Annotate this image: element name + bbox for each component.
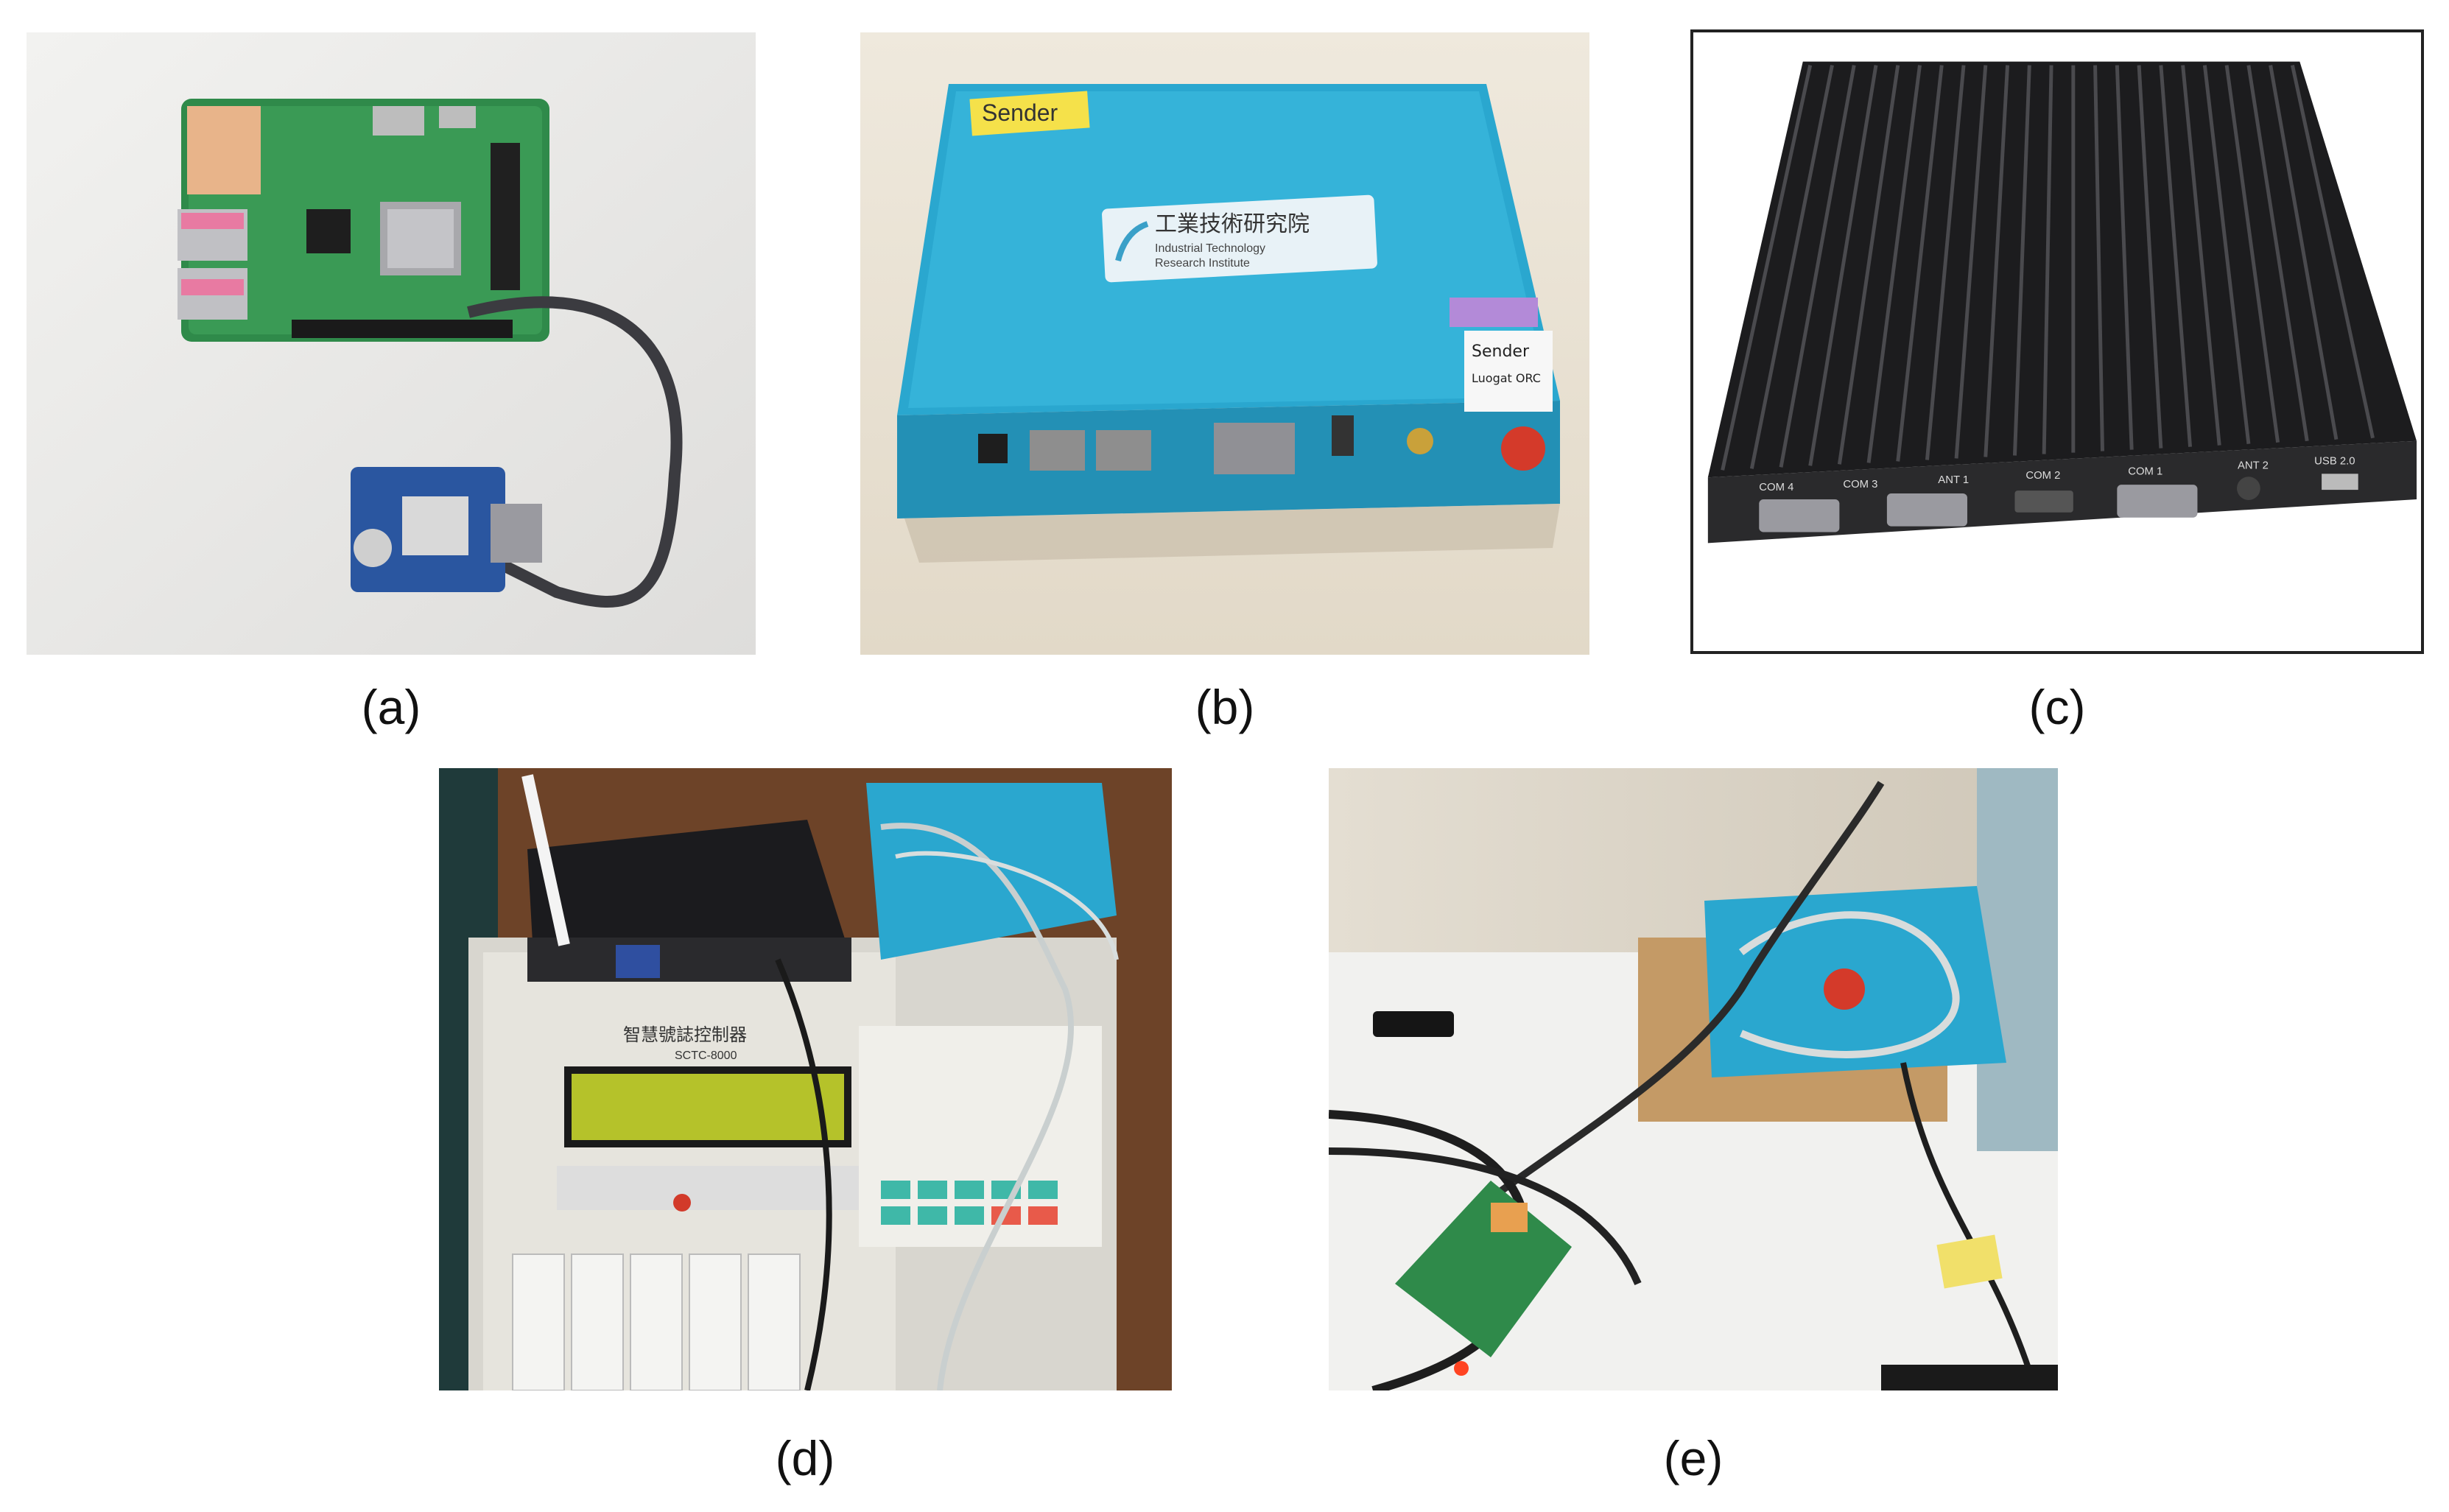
itri-name-cn: 工業技術研究院 xyxy=(1155,211,1310,237)
controller-model: SCTC-8000 xyxy=(675,1049,737,1062)
photo-a-raspberry-pi-gps xyxy=(27,32,756,655)
sticker-sender-label: Sender xyxy=(982,99,1058,126)
caption-d: (d) xyxy=(775,1431,835,1485)
caption-a: (a) xyxy=(361,680,421,734)
heatsink-fins xyxy=(1721,65,2375,471)
note-sender: Sender xyxy=(1472,342,1530,361)
port-com3-label: COM 3 xyxy=(1843,479,1877,490)
port-ant2-label: ANT 2 xyxy=(2238,460,2269,471)
itri-name-en-1: Industrial Technology xyxy=(1155,242,1265,255)
itri-name-en-2: Research Institute xyxy=(1155,257,1250,270)
photo-d-signal-controller: 智慧號誌控制器 SCTC-8000 xyxy=(439,768,1172,1390)
raspberry-pi-board xyxy=(178,99,549,342)
port-ant1-label: ANT 1 xyxy=(1938,474,1969,486)
controller-title: 智慧號誌控制器 xyxy=(623,1024,747,1045)
photo-c-fanless-pc: COM 4 COM 3 ANT 1 COM 2 COM 1 ANT 2 USB … xyxy=(1690,29,2424,654)
note-luogat: Luogat ORC xyxy=(1472,371,1541,385)
port-com4-label: COM 4 xyxy=(1759,482,1793,493)
gps-module xyxy=(351,467,542,592)
caption-e: (e) xyxy=(1663,1431,1724,1485)
photo-e-desk-setup xyxy=(1329,768,2058,1390)
caption-c: (c) xyxy=(2028,680,2086,734)
caption-b: (b) xyxy=(1195,680,1255,734)
raspberry-pi-board-e xyxy=(1395,1181,1572,1376)
port-usb-label: USB 2.0 xyxy=(2314,455,2355,467)
port-com2-label: COM 2 xyxy=(2025,470,2060,482)
photo-b-itri-box: Sender 工業技術研究院 Industrial Technology Res… xyxy=(860,32,1589,655)
port-labels: COM 4 COM 3 ANT 1 COM 2 COM 1 ANT 2 USB … xyxy=(1759,455,2355,493)
port-com1-label: COM 1 xyxy=(2128,465,2162,477)
itri-logo-plate: 工業技術研究院 Industrial Technology Research I… xyxy=(1102,194,1377,283)
